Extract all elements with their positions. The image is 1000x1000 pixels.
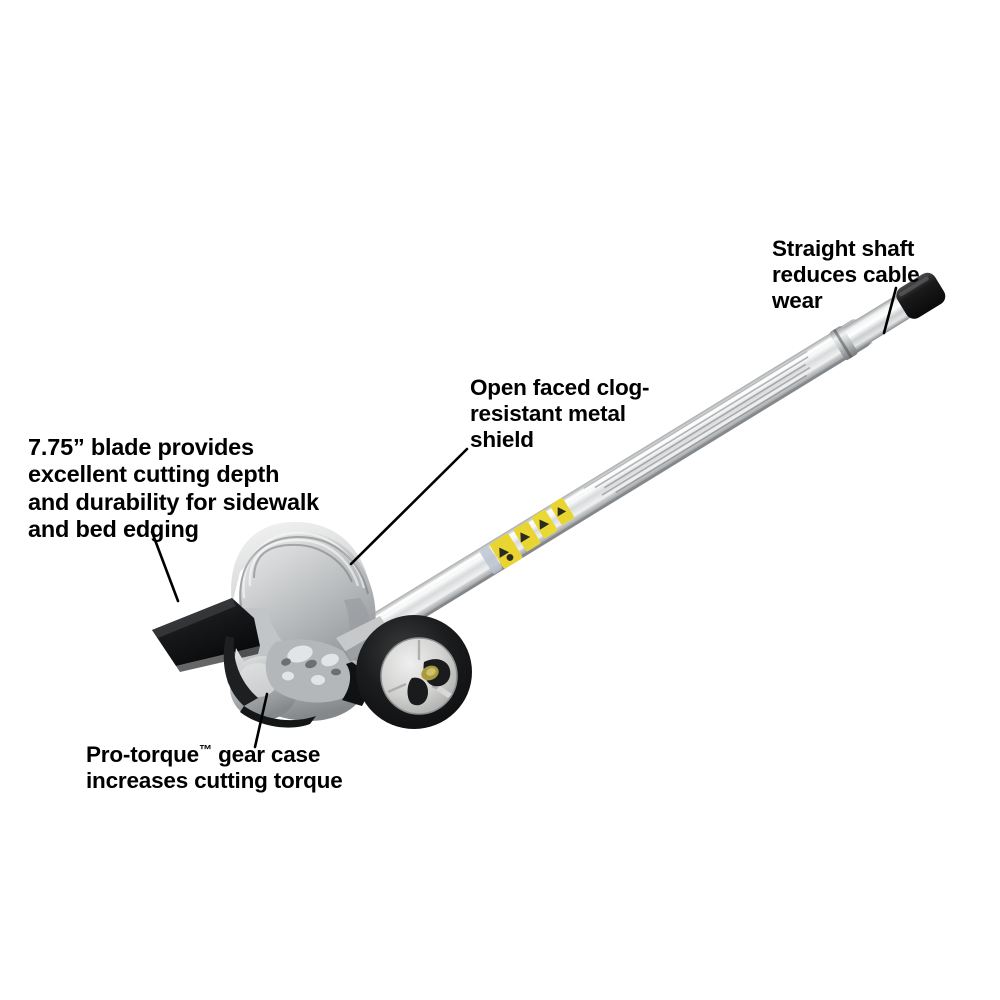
callout-gearcase-label-main: Pro-torque [86,742,199,768]
callout-shaft-label: Straight shaft reduces cable wear [772,236,920,314]
shaft-end-cap [896,272,946,319]
shaft-collar [829,326,858,360]
leader-line-shield [349,447,469,566]
leader-line-gearcase [253,692,269,749]
wheel-axle-bolt [407,659,452,706]
trademark-symbol: ™ [199,742,213,757]
callout-blade-label: 7.75” blade provides excellent cutting d… [28,434,320,542]
leader-line-blade [150,530,180,603]
warning-label [480,498,575,574]
guide-wheel-hub [381,638,457,714]
guide-wheel [356,615,472,729]
callout-shield-label: Open faced clog- resistant metal shield [470,375,650,453]
leader-line-shaft [882,286,898,335]
shaft-fine-print [583,350,816,508]
leader-lines [150,286,898,749]
callout-gearcase-label-rest: gear case increases cutting torque [86,742,343,794]
callout-gearcase-label: Pro-torque™ gear case increases cutting … [86,742,416,794]
straight-shaft [346,272,946,657]
